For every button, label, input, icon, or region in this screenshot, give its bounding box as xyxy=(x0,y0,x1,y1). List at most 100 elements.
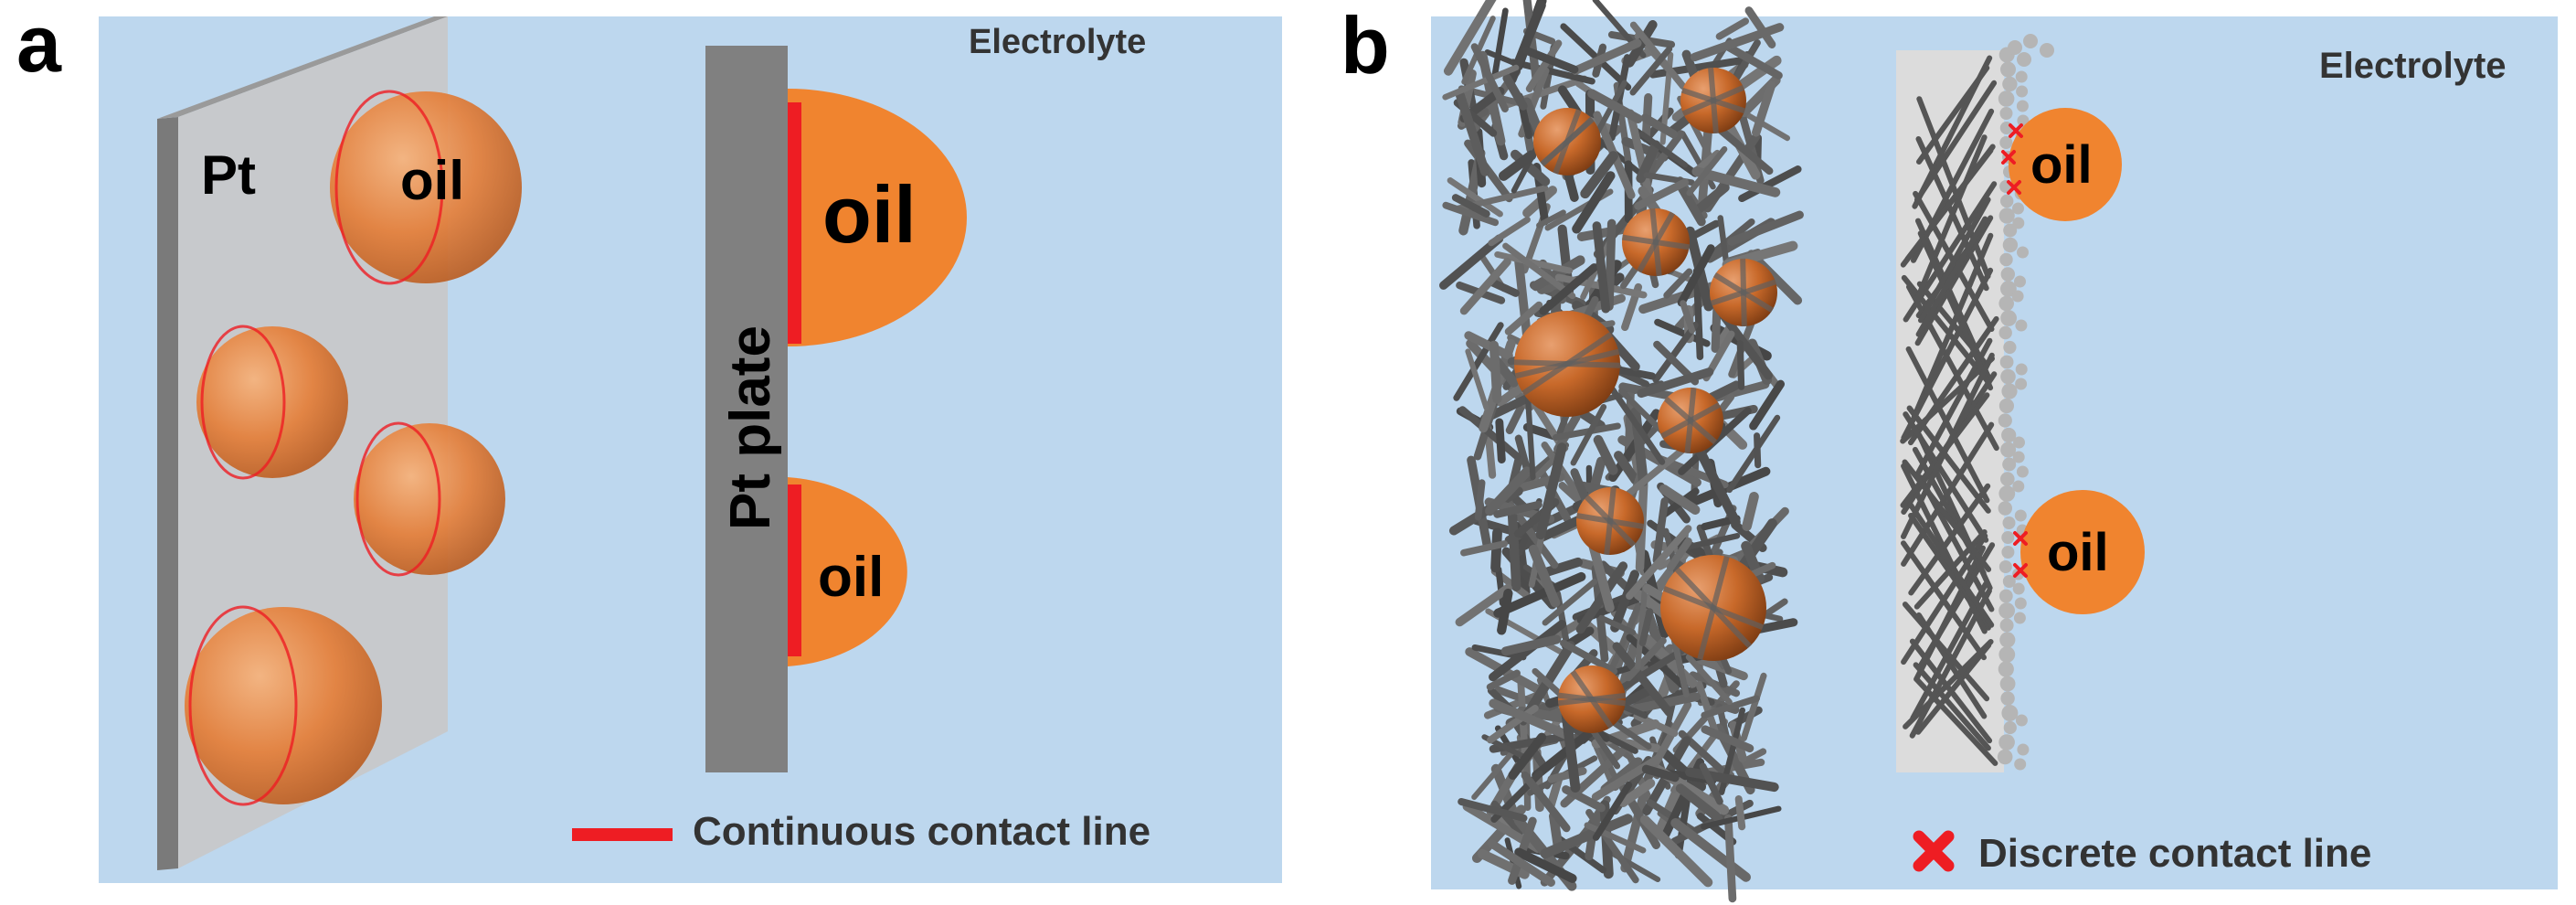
oil-drop-small xyxy=(788,477,907,666)
nanoparticle xyxy=(2012,202,2024,215)
fiber-strand xyxy=(1719,311,1773,380)
oil-drop-b-1-label: oil xyxy=(2030,135,2093,195)
nanoparticle xyxy=(2012,217,2025,229)
discrete-contact-marks-1 xyxy=(2001,123,2023,195)
fiber-strand xyxy=(1489,340,1502,404)
nanoparticle xyxy=(2011,290,2024,303)
nanoparticle xyxy=(2013,612,2026,624)
oil-drop-b-2-label: oil xyxy=(2047,523,2109,582)
fiber-strand xyxy=(1900,356,1995,444)
fiber-strand xyxy=(1674,785,1692,859)
pt-plate-3d-top xyxy=(157,16,448,119)
nanoparticle xyxy=(1998,501,2012,516)
fiber-strand xyxy=(1659,484,1701,515)
fiber-strand xyxy=(1734,795,1746,831)
legend-discrete-text: Discrete contact line xyxy=(1978,831,2371,876)
nanoparticle xyxy=(2001,546,2015,559)
fiber-strand xyxy=(1629,21,1687,90)
nanoparticle xyxy=(1999,252,2013,267)
nanoparticle xyxy=(2017,246,2029,259)
oil-drop-b-2 xyxy=(2020,490,2145,614)
fiber-strand xyxy=(1726,414,1781,494)
fiber-strand xyxy=(1634,178,1690,210)
fiber-strand xyxy=(1916,65,1990,165)
nanoparticle xyxy=(1999,355,2014,369)
fiber-strand xyxy=(1560,23,1632,91)
fiber-strand xyxy=(1685,654,1733,706)
fiber-strand xyxy=(1629,46,1673,96)
fiber-strand xyxy=(1464,331,1513,360)
fiber-strand xyxy=(1521,771,1571,833)
panel-a-electrolyte-label: Electrolyte xyxy=(969,23,1146,61)
fiber-strand xyxy=(1460,540,1509,557)
fiber-strand xyxy=(1508,732,1547,780)
fiber-strand xyxy=(1715,17,1749,40)
nanoparticle xyxy=(2015,319,2028,332)
fiber-strand xyxy=(1548,811,1564,853)
nanoparticle xyxy=(2000,267,2015,282)
fiber-strand xyxy=(1626,109,1655,205)
nanoparticle xyxy=(2015,70,2028,83)
fiber-strand xyxy=(1447,176,1503,218)
fiber-strand xyxy=(1524,390,1536,481)
nanoparticle xyxy=(2014,758,2027,771)
fiber-strand xyxy=(1496,380,1529,407)
fiber-strand xyxy=(1504,301,1543,335)
nanoparticle xyxy=(2014,275,2026,288)
fiber-strand xyxy=(1746,250,1803,305)
nanoparticle xyxy=(2017,743,2030,756)
fiber-strand xyxy=(1640,113,1679,139)
nanoparticle xyxy=(1997,749,2013,765)
nanoparticle xyxy=(2002,516,2016,529)
nanoparticle xyxy=(2015,714,2028,727)
fiber-strand xyxy=(1562,785,1606,813)
fiber-strand xyxy=(1528,544,1561,608)
nanoparticle xyxy=(2014,509,2027,522)
fiber-strand xyxy=(1621,136,1669,162)
nanoparticle xyxy=(2008,40,2022,55)
fiber-strand xyxy=(1486,669,1521,691)
nanoparticle xyxy=(2012,582,2025,595)
fiber-strand xyxy=(1901,540,1987,661)
fiber-strand xyxy=(1607,602,1642,676)
fiber-strand xyxy=(1541,442,1588,507)
fiber-strand xyxy=(1493,571,1586,618)
nanoparticle xyxy=(1998,661,2014,677)
legend-continuous-text: Continuous contact line xyxy=(693,809,1150,854)
fiber-strand xyxy=(1458,406,1521,461)
nanoparticle xyxy=(2000,194,2014,208)
nanoparticle xyxy=(2002,76,2018,92)
fiber-strand xyxy=(1595,135,1648,180)
fiber-strand xyxy=(1662,527,1680,580)
fiber-strand xyxy=(1634,582,1648,670)
fiber-strand xyxy=(1592,781,1633,841)
fiber-strand xyxy=(1902,602,1990,702)
nanoparticle xyxy=(1998,90,2015,107)
fiber-strand xyxy=(1901,352,1995,539)
fiber-strand xyxy=(1641,764,1680,783)
nanoparticle xyxy=(2014,597,2027,610)
panel-a: a Electrolyte Pt oil Pt plate xyxy=(16,0,1282,883)
nanoparticle xyxy=(1998,734,2015,751)
oil-drop-large-label: oil xyxy=(822,169,917,260)
fiber-strand xyxy=(1485,466,1532,516)
fiber-strand xyxy=(1488,216,1531,247)
fiber-strand xyxy=(1614,451,1640,485)
fiber-strand xyxy=(1618,778,1656,807)
fiber-strand xyxy=(1742,491,1759,531)
fiber-strand xyxy=(1580,151,1618,199)
fiber-strand xyxy=(1903,639,1994,729)
fiber-strand xyxy=(1652,321,1699,383)
nanoparticle xyxy=(1998,413,2012,428)
fiber-strand xyxy=(1438,234,1504,290)
fiber-strand xyxy=(1610,570,1639,633)
fiber-strand xyxy=(1692,267,1704,361)
fiber-strand xyxy=(1459,258,1511,315)
nanoparticle xyxy=(2000,281,2017,297)
fiber-strand xyxy=(1904,497,1995,628)
fiber-strand xyxy=(1531,255,1585,292)
fiber-strand xyxy=(1727,210,1804,246)
fiber-strand xyxy=(1918,197,1991,324)
nanoparticle xyxy=(2017,52,2031,67)
fiber-strand xyxy=(1701,695,1760,719)
